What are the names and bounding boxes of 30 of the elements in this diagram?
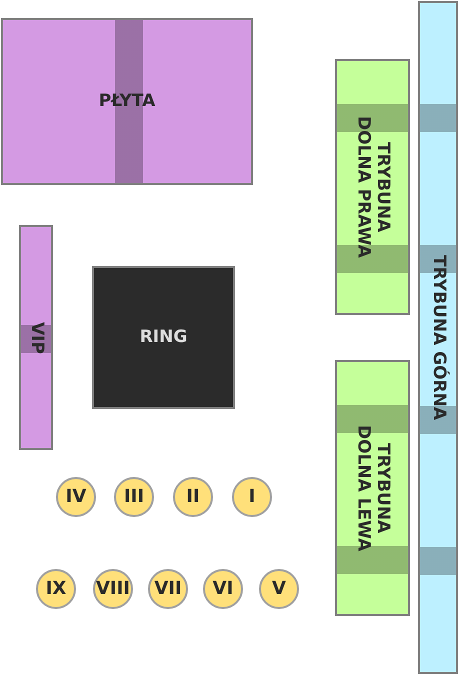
seat-label: I bbox=[248, 486, 256, 508]
seat-label: V bbox=[272, 578, 286, 600]
seating-area bbox=[19, 225, 53, 450]
seat-label: II bbox=[186, 486, 200, 508]
seat-label: VII bbox=[154, 578, 182, 600]
ring-area bbox=[92, 266, 235, 409]
section-label: VIP bbox=[26, 322, 46, 354]
grandstand bbox=[335, 360, 410, 616]
seat-marker bbox=[93, 569, 133, 609]
seat-marker bbox=[203, 569, 243, 609]
seat-marker bbox=[232, 477, 272, 517]
seat-marker bbox=[173, 477, 213, 517]
seat-label: IX bbox=[46, 578, 66, 600]
seat-label: VIII bbox=[96, 578, 130, 600]
seat-marker bbox=[148, 569, 188, 609]
seat-marker bbox=[259, 569, 299, 609]
section-label: PŁYTA bbox=[98, 92, 156, 112]
section-label: TRYBUNA DOLNA PRAWA bbox=[352, 115, 392, 260]
seat-label: III bbox=[124, 486, 144, 508]
seat-marker bbox=[36, 569, 76, 609]
seating-area bbox=[1, 18, 253, 185]
grandstand bbox=[418, 1, 458, 674]
section-label: TRYBUNA DOLNA LEWA bbox=[352, 424, 392, 554]
grandstand bbox=[335, 59, 410, 315]
section-label: RING bbox=[140, 328, 188, 348]
section-label: TRYBUNA GÓRNA bbox=[428, 254, 448, 420]
seat-marker bbox=[114, 477, 154, 517]
seat-label: IV bbox=[66, 486, 86, 508]
seat-label: VI bbox=[212, 578, 234, 600]
seat-marker bbox=[56, 477, 96, 517]
